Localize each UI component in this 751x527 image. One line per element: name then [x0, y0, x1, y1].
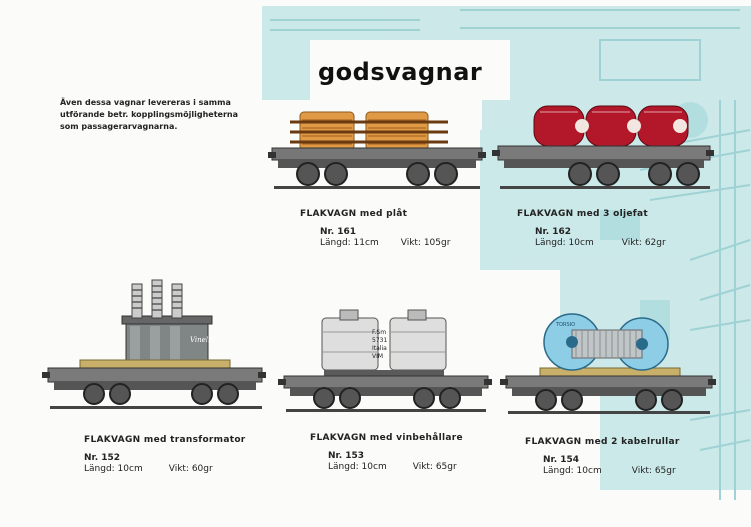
- tank-label-line: F.Sm: [372, 329, 386, 336]
- wagon-chassis: [42, 367, 266, 409]
- item-weight: Vikt: 65gr: [412, 462, 457, 472]
- tank-label-line: VIM: [372, 353, 383, 360]
- wagon-161-image: [268, 111, 486, 189]
- item-name: FLAKVAGN med transformator: [84, 435, 246, 445]
- wine-tanks-cargo: [321, 309, 447, 376]
- cable-drums-cargo: TORSIO: [539, 313, 681, 377]
- item-number: Nr. 162: [535, 227, 572, 237]
- page-title: godsvagnar: [318, 58, 483, 86]
- wagon-chassis: [500, 375, 716, 414]
- wagon-153-image: F.Sm 5731 Italia VIM: [278, 309, 492, 412]
- wagon-162-image: [492, 105, 714, 189]
- tank-labels: F.Sm 5731 Italia VIM: [372, 329, 387, 360]
- item-weight: Vikt: 62gr: [621, 238, 666, 248]
- intro-line: utförande betr. kopplingsmöjligheterna: [60, 110, 238, 119]
- item-length: Längd: 10cm: [535, 238, 594, 248]
- wagon-chassis: [492, 145, 714, 189]
- tank-label-line: Italia: [372, 345, 387, 352]
- item-152-caption: FLAKVAGN med transformator Nr. 152 Längd…: [84, 435, 246, 474]
- item-number: Nr. 153: [328, 451, 365, 461]
- transformer-cargo: [79, 279, 231, 369]
- item-length: Längd: 11cm: [320, 238, 379, 248]
- tank-label-line: 5731: [372, 337, 387, 344]
- item-name: FLAKVAGN med 2 kabelrullar: [525, 437, 680, 447]
- item-number: Nr. 161: [320, 227, 357, 237]
- item-dimensions: Längd: 10cm Vikt: 60gr: [84, 464, 246, 474]
- item-154-caption: FLAKVAGN med 2 kabelrullar Nr. 154 Längd…: [525, 437, 680, 476]
- item-162-caption: FLAKVAGN med 3 oljefat Nr. 162 Längd: 10…: [517, 209, 666, 248]
- wagon-154-image: TORSIO: [500, 313, 716, 414]
- item-153-caption: FLAKVAGN med vinbehållare Nr. 153 Längd:…: [310, 433, 463, 472]
- item-weight: Vikt: 65gr: [631, 466, 676, 476]
- wagon-152-image: Vinella: [42, 279, 266, 409]
- item-name: FLAKVAGN med vinbehållare: [310, 433, 463, 443]
- intro-text: Även dessa vagnar levereras i samma utfö…: [60, 97, 260, 133]
- item-name: FLAKVAGN med 3 oljefat: [517, 209, 648, 219]
- drum-label: TORSIO: [555, 322, 575, 328]
- transformer-label: Vinella: [190, 336, 214, 344]
- red-oil-barrels-cargo: [533, 105, 689, 147]
- intro-line: som passagerarvagnarna.: [60, 122, 178, 131]
- item-number: Nr. 154: [543, 455, 580, 465]
- item-dimensions: Längd: 10cm Vikt: 65gr: [328, 462, 463, 472]
- item-weight: Vikt: 60gr: [168, 464, 213, 474]
- item-dimensions: Längd: 11cm Vikt: 105gr: [320, 238, 450, 248]
- item-length: Längd: 10cm: [543, 466, 602, 476]
- intro-line: Även dessa vagnar levereras i samma: [60, 98, 231, 107]
- item-length: Längd: 10cm: [328, 462, 387, 472]
- item-name: FLAKVAGN med plåt: [300, 209, 408, 219]
- item-weight: Vikt: 105gr: [400, 238, 451, 248]
- copper-sheets-cargo: [290, 111, 448, 151]
- item-number: Nr. 152: [84, 453, 121, 463]
- item-dimensions: Längd: 10cm Vikt: 65gr: [543, 466, 680, 476]
- item-length: Längd: 10cm: [84, 464, 143, 474]
- wagon-chassis: [278, 375, 492, 412]
- item-161-caption: FLAKVAGN med plåt Nr. 161 Längd: 11cm Vik…: [300, 209, 450, 248]
- item-dimensions: Längd: 10cm Vikt: 62gr: [535, 238, 666, 248]
- wagon-chassis: [268, 147, 486, 189]
